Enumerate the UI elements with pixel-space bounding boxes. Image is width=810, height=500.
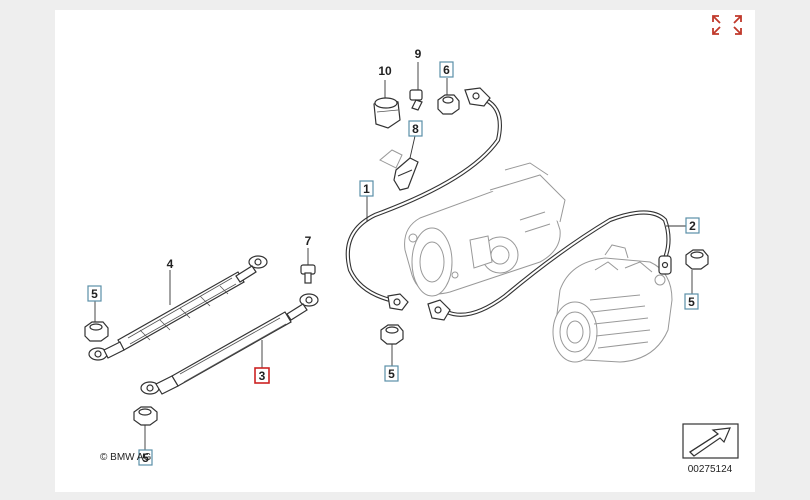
callout-9[interactable]: 9 <box>415 47 422 61</box>
battery-cable-2 <box>427 210 672 321</box>
callout-3: 3 <box>259 369 266 383</box>
leader-lines <box>94 62 693 450</box>
callout-7[interactable]: 7 <box>305 234 312 248</box>
ground-strap-3 <box>140 293 319 395</box>
callout-1: 1 <box>363 182 370 196</box>
callout-box-6[interactable]: 6 <box>439 61 454 78</box>
nut-5-right <box>685 249 709 270</box>
nut-5-left <box>84 321 109 342</box>
callout-box-1[interactable]: 1 <box>359 180 374 197</box>
nut-5-bottom <box>133 406 158 426</box>
callout-6: 6 <box>443 63 450 77</box>
callout-5-bottom: 5 <box>142 451 149 465</box>
callout-5-left: 5 <box>91 287 98 301</box>
arrow-icon[interactable] <box>682 423 739 459</box>
callout-box-3[interactable]: 3 <box>254 367 270 384</box>
callout-box-5-left[interactable]: 5 <box>87 285 102 302</box>
callout-box-5-bottom[interactable]: 5 <box>138 449 153 466</box>
callout-box-5-middle[interactable]: 5 <box>384 365 399 382</box>
expand-icon[interactable] <box>712 15 742 35</box>
callout-box-8[interactable]: 8 <box>408 120 423 137</box>
callout-8: 8 <box>412 122 419 136</box>
clip-8 <box>379 149 419 191</box>
callout-4[interactable]: 4 <box>167 257 174 271</box>
callout-10[interactable]: 10 <box>378 64 392 78</box>
alternator <box>552 244 673 363</box>
cap-10 <box>373 97 401 129</box>
nut-5-middle <box>380 324 404 345</box>
callout-5-middle: 5 <box>388 367 395 381</box>
copyright-text: © BMW AG <box>100 452 151 463</box>
bolt-7 <box>300 264 316 284</box>
starter-motor <box>404 162 566 297</box>
battery-cable-1 <box>345 87 502 311</box>
diagram-number: 00275124 <box>688 464 733 475</box>
ground-strap-4 <box>88 255 268 361</box>
nut-6 <box>437 94 460 115</box>
callout-2: 2 <box>689 219 696 233</box>
callout-5-right: 5 <box>688 295 695 309</box>
callout-box-5-right[interactable]: 5 <box>684 293 699 310</box>
callout-box-2[interactable]: 2 <box>685 217 700 234</box>
bolt-9 <box>409 89 423 111</box>
